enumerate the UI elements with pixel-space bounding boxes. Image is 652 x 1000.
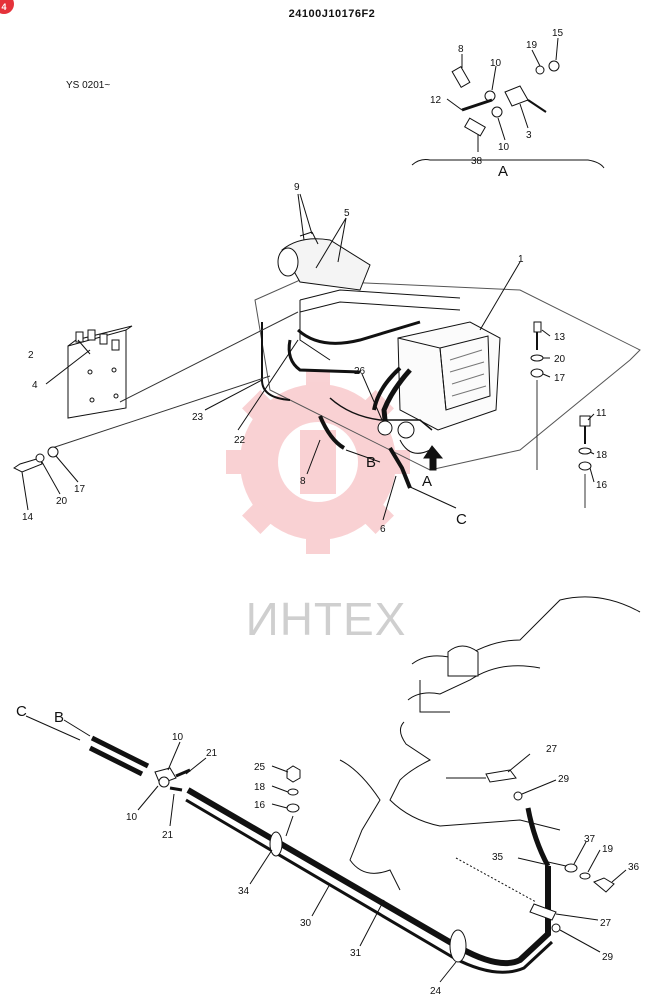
callout-27-top: 27 [546,744,558,755]
callout-3-detail: 3 [526,130,532,141]
callout-20-left: 20 [56,496,68,507]
callout-19-lower: 19 [602,844,614,855]
watermark-logo [226,370,410,554]
pipe-assembly [25,596,641,983]
callout-24: 24 [430,986,442,997]
callout-a-upper: A [422,473,432,490]
callout-9: 9 [294,182,300,193]
callout-b-upper: B [366,454,376,471]
callout-5: 5 [344,208,350,219]
callout-6: 6 [380,524,386,535]
callout-1: 1 [518,254,524,265]
callout-29-lower: 29 [602,952,614,963]
callout-10-lower-top: 10 [172,732,184,743]
callout-11: 11 [596,408,607,419]
callout-17-left: 17 [74,484,86,495]
callout-29-top: 29 [558,774,570,785]
callout-36: 36 [628,862,640,873]
callout-16-upper: 16 [596,480,608,491]
callout-4: 4 [32,380,38,391]
callout-16-lower: 16 [254,800,266,811]
callout-c-lower: C [16,703,27,720]
callout-13: 13 [554,332,566,343]
callout-12-detail: 12 [430,95,442,106]
callout-14: 14 [22,512,34,523]
callout-38-detail: 38 [471,156,483,167]
callout-18-upper: 18 [596,450,608,461]
heater-assembly [13,193,641,521]
callout-15-detail: 15 [552,28,564,39]
callout-8-detail: 8 [458,44,464,55]
detail-view-a-label: A [498,163,508,180]
callout-37: 37 [584,834,596,845]
callout-21-lower-bottom: 21 [162,830,174,841]
callout-10-detail-bottom: 10 [498,142,510,153]
callout-2: 2 [28,350,34,361]
callout-18-lower: 18 [254,782,266,793]
callout-10-detail-top: 10 [490,58,502,69]
callout-b-lower: B [54,709,64,726]
left-bolt-leaders [21,455,79,511]
watermark-text: ИНТЕХ [245,593,407,645]
corner-badge: 4 [0,0,14,14]
callout-22: 22 [234,435,246,446]
callout-31: 31 [350,948,362,959]
callout-10-lower-bottom: 10 [126,812,138,823]
callout-21-lower-top: 21 [206,748,218,759]
callout-27-lower: 27 [600,918,612,929]
callout-23: 23 [192,412,204,423]
callout-17-upper: 17 [554,373,566,384]
callout-c-upper: C [456,511,467,528]
callout-19-detail: 19 [526,40,538,51]
callout-8-upper: 8 [300,476,306,487]
callout-20-upper: 20 [554,354,566,365]
serial-note: YS 0201~ [66,80,111,91]
part-code-title: 24100J10176F2 [288,8,376,20]
callout-26: 26 [354,366,366,377]
callout-34: 34 [238,886,250,897]
detail-view-a [411,37,605,169]
callout-25: 25 [254,762,266,773]
callout-30: 30 [300,918,312,929]
callout-35: 35 [492,852,504,863]
